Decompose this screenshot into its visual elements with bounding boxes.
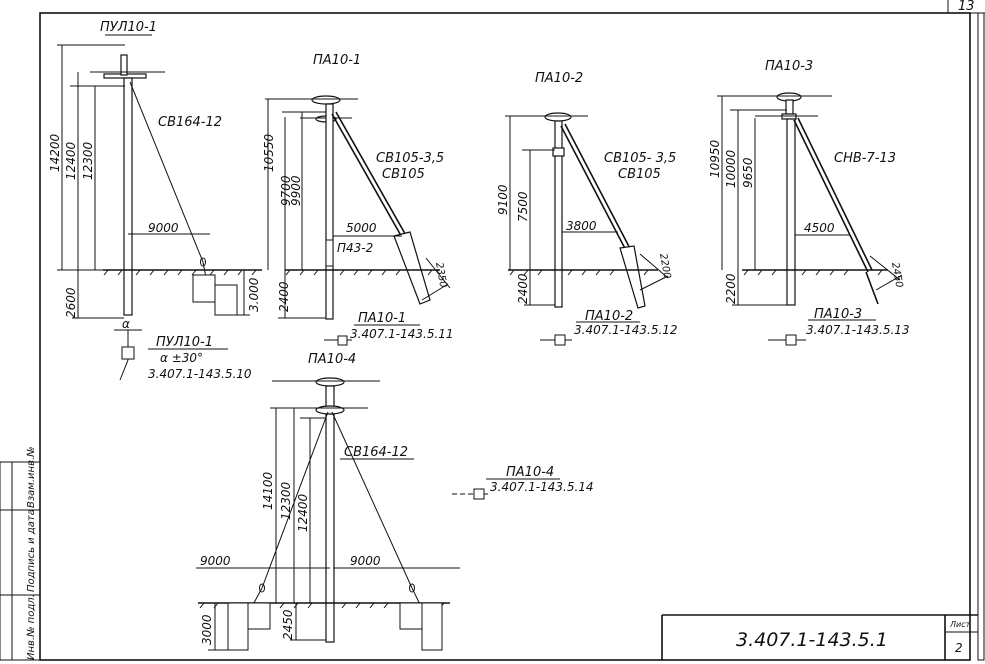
pa10-3-dim-wire: 10000: [724, 149, 738, 188]
pa10-3-dim-embed: 2200: [724, 273, 738, 304]
pa10-3-depth: 2450: [889, 262, 904, 289]
pul10-1-ref-title: ПУЛ10-1: [156, 335, 213, 350]
pa10-4-wire-label: СВ164-12: [344, 445, 408, 460]
pa10-1-dim-arm: 9900: [289, 175, 303, 206]
pa10-1-depth: 2350: [433, 262, 448, 289]
pa10-3-drawing: ПА10-3: [717, 59, 903, 346]
pul10-1-dim-wire: 12400: [64, 141, 78, 180]
pul10-1-ref-code: 3.407.1-143.5.10: [148, 367, 252, 381]
pul10-1-alpha: α: [122, 317, 130, 331]
pul10-1-pit-depth: 3.000: [247, 277, 261, 312]
pa10-1-title: ПА10-1: [313, 53, 361, 68]
list-number: 2: [955, 641, 963, 655]
pa10-1-strut-2: СВ105: [382, 167, 425, 182]
pa10-2-dim-arm: 7500: [516, 191, 530, 222]
pa10-2-strut-1: СВ105- 3,5: [604, 151, 676, 166]
sheet-frame: [39, 0, 985, 661]
pa10-1-ref-code: 3.407.1-143.5.11: [350, 327, 454, 341]
pa10-3-span: 4500: [804, 221, 835, 235]
pa10-1-plate: П43-2: [337, 241, 373, 255]
pa10-1-ref-title: ПА10-1: [358, 311, 406, 326]
pa10-2-span: 3800: [566, 219, 597, 233]
stamp-inv: Инв.№ подл.: [26, 594, 37, 660]
pa10-2-dim-embed: 2400: [516, 273, 530, 304]
stamp-sign: Подпись и дата: [26, 509, 37, 592]
pa10-3-title: ПА10-3: [765, 59, 813, 74]
pul10-1-ref-angle: α ±30°: [160, 351, 203, 365]
pa10-4-title: ПА10-4: [308, 352, 356, 367]
list-label: Лист: [949, 620, 971, 629]
pa10-1-drawing: ПА10-1: [265, 53, 451, 346]
title-block: [661, 614, 978, 660]
pa10-2-drawing: ПА10-2: [505, 71, 669, 346]
pa10-1-strut-1: СВ105-3,5: [376, 151, 444, 166]
side-stamp: Инв.№ подл. Подпись и дата Взам.инв.№: [0, 446, 41, 661]
pul10-1-wire-label: СВ164-12: [158, 115, 222, 130]
pul10-1-dim-arm: 12300: [81, 141, 95, 180]
pul10-1-span: 9000: [148, 221, 179, 235]
pul10-1-dim-total: 14200: [48, 133, 62, 172]
pa10-4-dim-wire: 12400: [296, 493, 310, 532]
pa10-3-dim-arm: 9650: [741, 157, 755, 188]
pa10-3-dim-total: 10950: [708, 139, 722, 178]
pul10-1-dim-embed: 2600: [64, 287, 78, 318]
pa10-2-ref-title: ПА10-2: [585, 309, 633, 324]
pa10-1-dim-wire: 9700: [279, 175, 293, 206]
pul10-1-title: ПУЛ10-1: [100, 20, 157, 35]
sheet-code: 3.407.1-143.5.1: [736, 629, 888, 651]
pa10-4-ref-title: ПА10-4: [506, 465, 554, 480]
sheet-corner-number: 13: [958, 0, 975, 14]
pa10-1-dim-total: 10550: [262, 133, 276, 172]
pa10-2-strut-2: СВ105: [618, 167, 661, 182]
pa10-4-dim-arm: 12300: [279, 481, 293, 520]
pa10-3-ref-title: ПА10-3: [814, 307, 862, 322]
stamp-replace: Взам.инв.№: [26, 446, 37, 508]
pa10-2-ref-code: 3.407.1-143.5.12: [574, 323, 678, 337]
pa10-4-drawing: ПА10-4: [196, 352, 560, 651]
pul10-1-drawing: ПУЛ10-1: [57, 20, 262, 381]
pa10-2-dim-total: 9100: [496, 184, 510, 215]
pa10-1-dim-embed: 2400: [277, 281, 291, 312]
pa10-4-span-left: 9000: [200, 554, 231, 568]
pa10-1-span: 5000: [346, 221, 377, 235]
pa10-4-dim-embed: 2450: [281, 609, 295, 640]
pa10-4-dim-pit: 3000: [200, 614, 214, 645]
pa10-4-span-right: 9000: [350, 554, 381, 568]
pa10-2-title: ПА10-2: [535, 71, 583, 86]
pa10-3-ref-code: 3.407.1-143.5.13: [806, 323, 910, 337]
pa10-3-strut: СНВ-7-13: [834, 151, 896, 166]
pa10-2-depth: 2200: [657, 253, 672, 280]
pa10-4-ref-code: 3.407.1-143.5.14: [490, 480, 594, 494]
pa10-4-dim-total: 14100: [261, 471, 275, 510]
